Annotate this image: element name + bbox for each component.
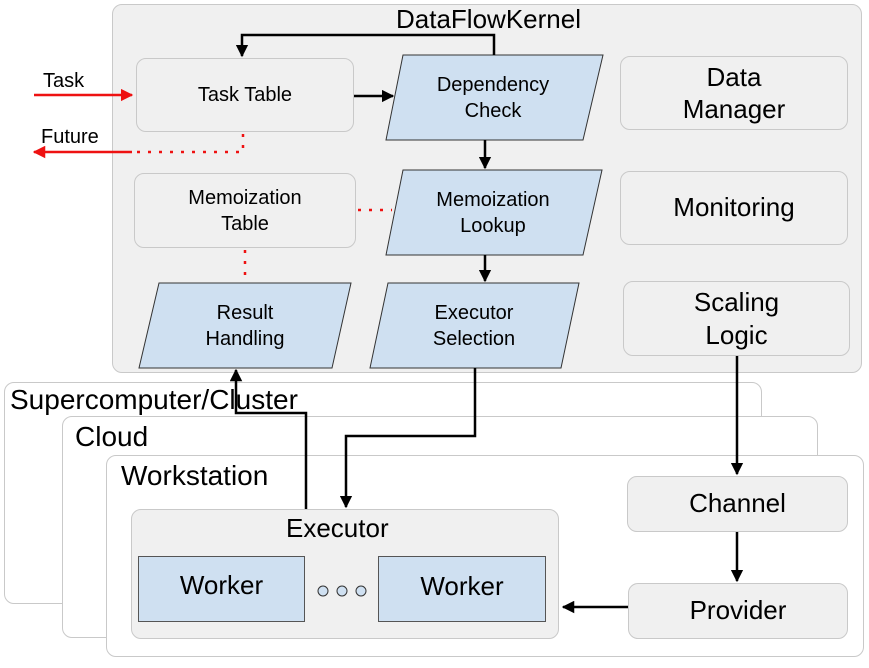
future-label: Future — [41, 126, 99, 148]
scaling-logic-label: Scaling Logic — [693, 287, 780, 350]
executor-to-result-arrow — [229, 368, 308, 509]
cloud-label: Cloud — [75, 421, 149, 452]
channel-label: Channel — [689, 488, 786, 519]
monitoring-box — [620, 171, 848, 245]
result-handling-shape — [138, 282, 352, 369]
executor-selection-label: Executor Selection — [432, 301, 516, 350]
memoization-table-label: Memoization Table — [188, 186, 302, 235]
dataflow-kernel-title: DataFlowKernel — [396, 4, 581, 34]
worker-right-label: Worker — [420, 571, 504, 602]
executor-selection-shape — [369, 282, 580, 369]
workstation-label: Workstation — [121, 460, 269, 491]
task-table-box — [136, 58, 354, 132]
supercomputer-label: Supercomputer/Cluster — [10, 384, 298, 415]
dependency-check-label: Dependency Check — [436, 73, 550, 122]
worker-ellipsis-dot — [336, 585, 348, 597]
worker-ellipsis-dot — [355, 585, 367, 597]
memoization-lookup-shape — [385, 169, 603, 256]
result-handling-label: Result Handling — [205, 301, 285, 350]
executor-label: Executor — [286, 513, 389, 543]
task-table-label: Task Table — [197, 84, 293, 106]
monitoring-label: Monitoring — [673, 192, 795, 223]
future-dotted-line — [132, 134, 245, 154]
data-manager-box — [620, 56, 848, 130]
memoization-lookup-label: Memoization Lookup — [436, 188, 550, 237]
dependency-check-shape — [385, 54, 604, 141]
worker-right-box — [378, 556, 546, 622]
provider-label: Provider — [689, 595, 787, 626]
scaling-logic-box — [623, 281, 850, 356]
selection-to-executor-arrow — [339, 368, 477, 509]
memoization-table-box — [134, 173, 356, 248]
worker-ellipsis-dot — [317, 585, 329, 597]
provider-box — [628, 583, 848, 639]
data-manager-label: Data Manager — [682, 61, 786, 125]
worker-left-label: Worker — [179, 570, 264, 601]
worker-left-box — [138, 556, 305, 622]
task-label: Task — [43, 70, 85, 92]
dependency-loop-arrow — [235, 33, 496, 58]
channel-box — [627, 476, 848, 532]
